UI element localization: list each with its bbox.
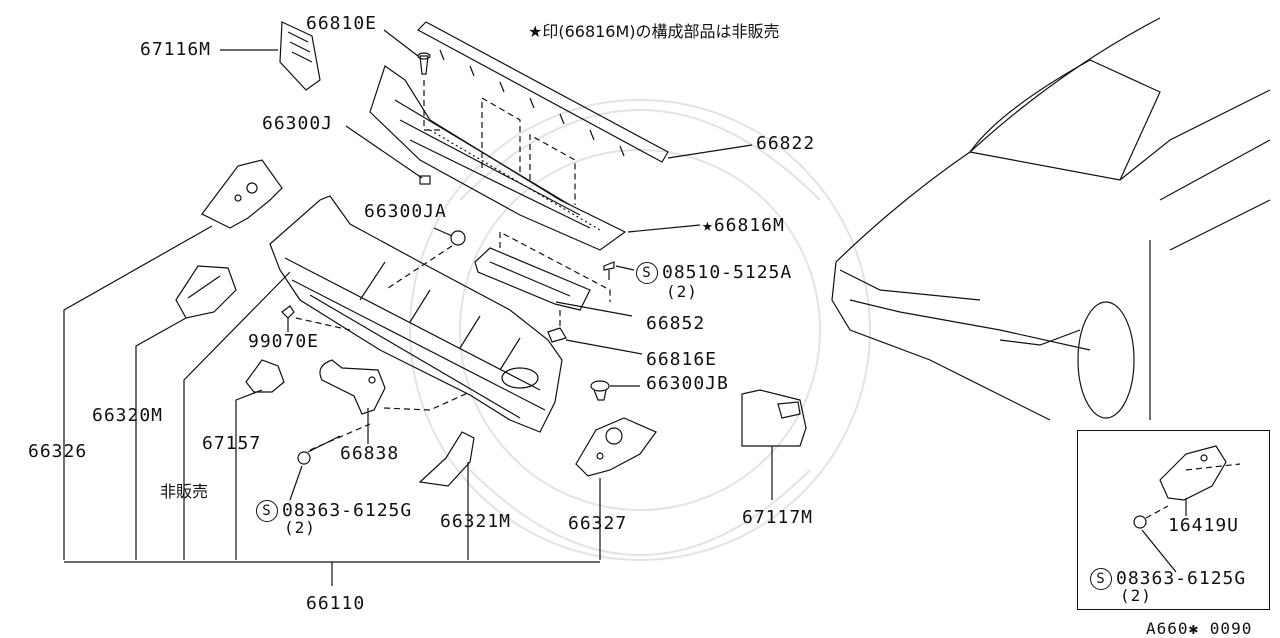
part-66816e-clip [547, 327, 567, 343]
part-label-67116m: 67116M [140, 39, 212, 60]
part-66810e-clip [417, 52, 431, 75]
vehicle-outline [831, 17, 1271, 421]
part-67116m-shape [279, 21, 321, 91]
dash-cowl-b [529, 133, 576, 205]
part-66300jb-grommet [590, 380, 610, 401]
screw-symbol: S [1090, 568, 1112, 590]
watermark-emblem [409, 99, 871, 561]
dash-66300ja [384, 245, 453, 291]
leader-66326 [63, 225, 213, 560]
leader-66816e [565, 339, 643, 355]
leader-66320m [135, 317, 187, 560]
part-66852-panel [474, 247, 591, 311]
part-66320m-bracket [175, 265, 237, 319]
dash-66838 [383, 391, 471, 411]
part-66822-strip [417, 21, 669, 163]
leader-08510 [615, 265, 635, 271]
note-non-sale-components: ★印(66816M)の構成部品は非販売 [528, 22, 780, 41]
leader-66300j [345, 125, 423, 179]
part-label-99070e: 99070E [248, 331, 320, 352]
part-label-66822: 66822 [756, 133, 816, 154]
part-label-not-for-sale: 非販売 [160, 482, 209, 501]
part-label-67157: 67157 [202, 433, 262, 454]
part-label-66300ja: 66300JA [364, 201, 447, 222]
screw-symbol: S [636, 262, 658, 284]
leader-08363 [289, 465, 303, 501]
part-66327-bracket [575, 417, 657, 477]
part-qty-08363-inset: (2) [1120, 586, 1152, 605]
dash-66810e [423, 80, 440, 131]
part-label-66810e: 66810E [306, 13, 378, 34]
part-qty-08510: (2) [666, 282, 698, 301]
part-qty-08363: (2) [284, 518, 316, 537]
part-label-66816e: 66816E [646, 349, 718, 370]
leader-66816m [627, 224, 701, 233]
dash-cowl-a [481, 96, 521, 175]
part-label-66300jb: 66300JB [646, 373, 729, 394]
dash-99070e [295, 317, 351, 331]
part-label-67117m: 67117M [742, 507, 814, 528]
leader-66300ja [433, 227, 453, 237]
part-66838-bracket [319, 359, 386, 415]
leader-67157 [235, 389, 263, 560]
part-67157-bracket [245, 359, 285, 393]
part-label-66321m: 66321M [440, 511, 512, 532]
part-66321m-bracket [418, 431, 475, 487]
part-label-66327: 66327 [568, 513, 628, 534]
part-66110-cowl-main [269, 195, 563, 433]
part-99070e-screw [281, 305, 295, 332]
leader-66822 [667, 144, 753, 159]
part-label-66816m: ★66816M [702, 215, 785, 236]
leader-non-sale [183, 271, 291, 560]
leader-66852 [555, 301, 633, 317]
part-label-66320m: 66320M [92, 405, 164, 426]
screw-symbol: S [256, 500, 278, 522]
part-label-66838: 66838 [340, 443, 400, 464]
part-number-08363: 08363-6125G [282, 500, 413, 521]
leader-66810e [383, 29, 419, 57]
part-label-66300j: 66300J [262, 113, 334, 134]
part-66300ja-plug [450, 230, 466, 246]
part-number-08363-inset: 08363-6125G [1116, 568, 1247, 589]
part-label-66110: 66110 [306, 593, 366, 614]
part-label-16419u: 16419U [1168, 515, 1240, 536]
part-number-08510: 08510-5125A [662, 262, 793, 283]
part-label-66852: 66852 [646, 313, 706, 334]
part-label-66326: 66326 [28, 441, 88, 462]
inset-part-16419u [1133, 445, 1241, 573]
part-08510-screw [603, 261, 615, 280]
part-66326-bracket [201, 159, 283, 229]
inset-detail-box [1077, 430, 1270, 610]
diagram-footer-code: A660✱ 0090 [1146, 619, 1253, 638]
dash-66852 [499, 231, 611, 302]
part-66300j-grommet [419, 175, 431, 185]
assembly-bracket-66110 [64, 561, 600, 586]
part-67117m-cover [741, 389, 807, 447]
